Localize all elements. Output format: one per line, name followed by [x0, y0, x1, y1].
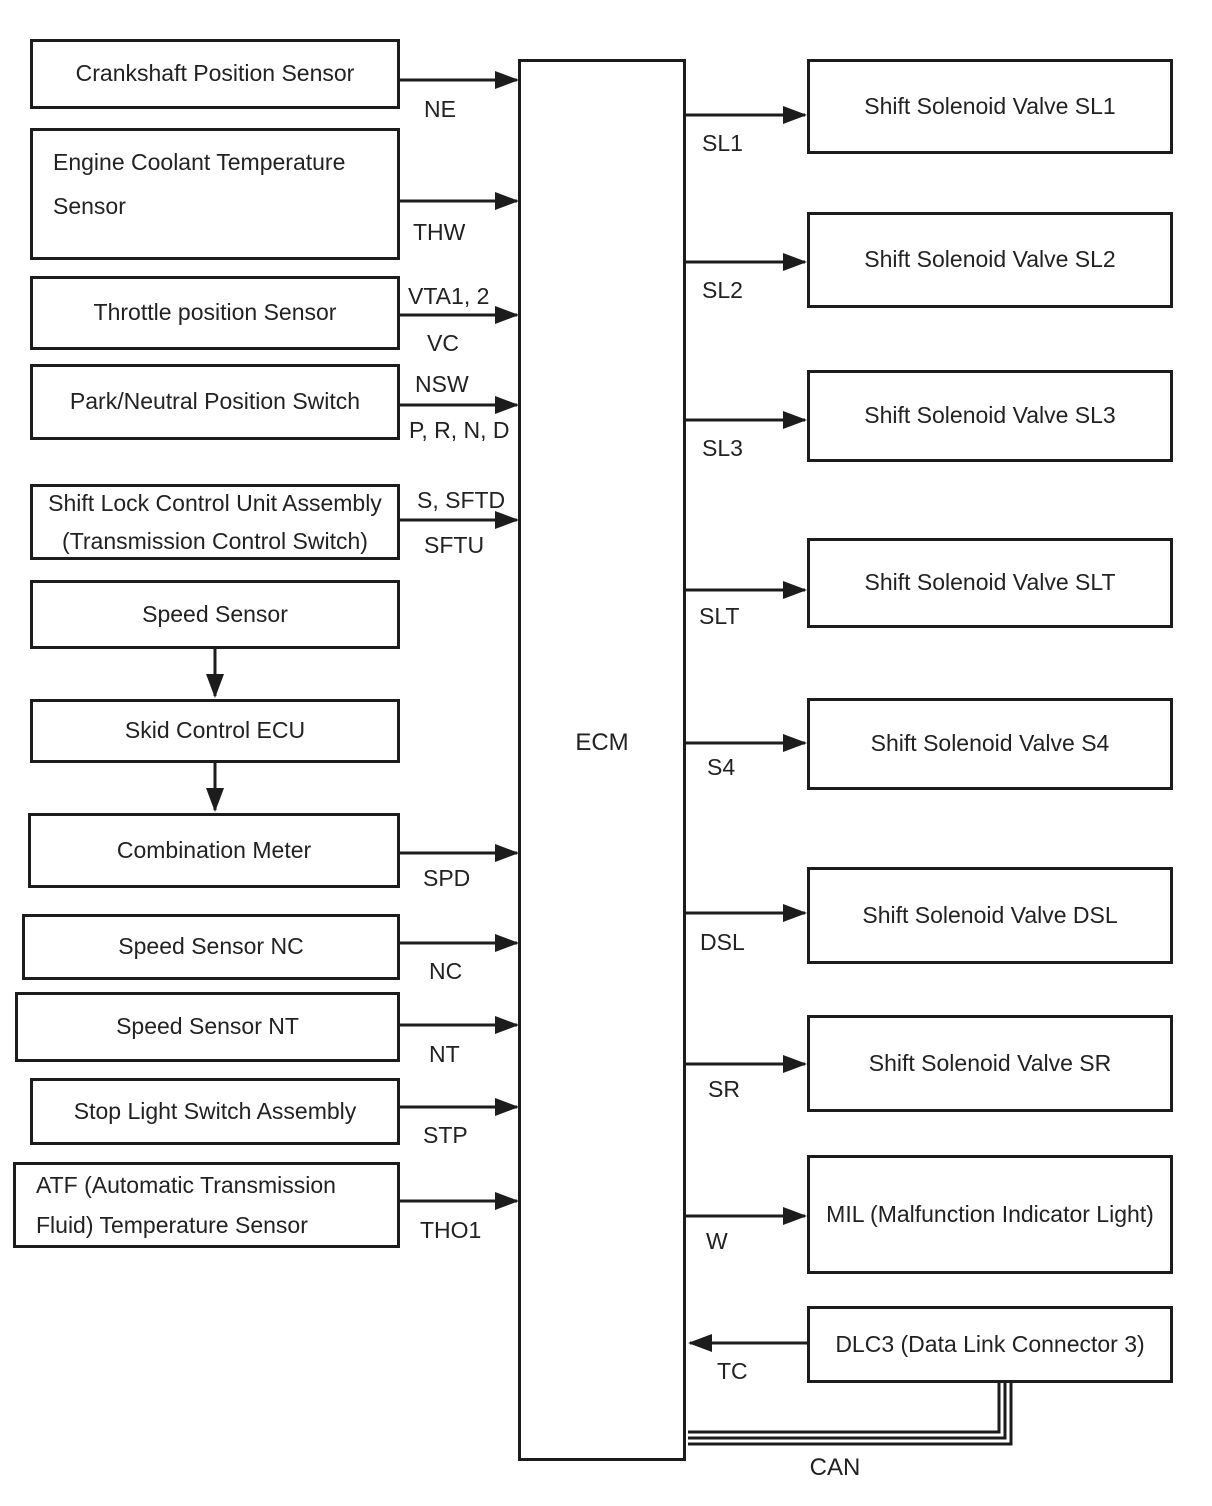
node-label: Skid Control ECU: [124, 717, 306, 744]
signal-label-s-sftd: S, SFTD: [417, 487, 506, 513]
node-label: DLC3 (Data Link Connector 3): [835, 1330, 1145, 1357]
node-label: Throttle position Sensor: [93, 299, 337, 326]
signal-label-tc: TC: [717, 1358, 748, 1384]
signal-label-sl1: SL1: [702, 130, 743, 156]
signal-label-s4: S4: [707, 754, 736, 780]
node-label: Engine Coolant Temperature: [53, 149, 346, 175]
signal-label-w: W: [706, 1228, 728, 1254]
signal-label-stp: STP: [423, 1122, 468, 1148]
can-bus-line-2: [688, 1383, 1007, 1440]
node-label: (Transmission Control Switch): [62, 528, 368, 554]
node-label: Park/Neutral Position Switch: [69, 388, 361, 415]
can-bus-line-3: [688, 1383, 1013, 1446]
signal-label-nt: NT: [429, 1041, 460, 1067]
node-shift-solenoid-valve-sl2: Shift Solenoid Valve SL2: [807, 212, 1173, 308]
node-label: Shift Lock Control Unit Assembly: [48, 490, 382, 516]
node-shift-solenoid-valve-sr: Shift Solenoid Valve SR: [807, 1015, 1173, 1112]
node-label: Stop Light Switch Assembly: [73, 1097, 357, 1124]
node-label: Shift Solenoid Valve SR: [868, 1049, 1112, 1076]
can-bus-line-1: [688, 1383, 1001, 1434]
node-atf-temperature-sensor: ATF (Automatic Transmission Fluid) Tempe…: [13, 1162, 400, 1248]
signal-label-vta: VTA1, 2: [408, 283, 490, 309]
node-label: Speed Sensor NC: [118, 933, 304, 960]
signal-label-dsl: DSL: [700, 929, 745, 955]
signal-label-slt: SLT: [699, 603, 740, 629]
node-label: ATF (Automatic Transmission: [36, 1172, 336, 1198]
node-park-neutral-position-switch: Park/Neutral Position Switch: [30, 364, 400, 440]
signal-label-prnd: P, R, N, D: [409, 417, 510, 443]
node-shift-solenoid-valve-s4: Shift Solenoid Valve S4: [807, 698, 1173, 790]
ecm-label: ECM: [575, 729, 629, 756]
signal-label-spd: SPD: [423, 865, 471, 891]
node-label: Shift Solenoid Valve SL2: [864, 246, 1116, 273]
node-label: MIL (Malfunction Indicator Light): [826, 1200, 1154, 1227]
signal-label-ne: NE: [424, 96, 456, 122]
node-label: Combination Meter: [116, 836, 312, 863]
node-label: Sensor: [53, 193, 126, 219]
node-dlc3: DLC3 (Data Link Connector 3): [807, 1306, 1173, 1383]
node-label: Crankshaft Position Sensor: [75, 60, 355, 87]
signal-label-tho1: THO1: [420, 1217, 482, 1243]
node-speed-sensor-nc: Speed Sensor NC: [22, 914, 400, 980]
node-label: Shift Solenoid Valve S4: [870, 730, 1110, 757]
signal-label-sftu: SFTU: [424, 532, 485, 558]
signal-label-thw: THW: [413, 219, 466, 245]
node-label: Fluid) Temperature Sensor: [36, 1212, 308, 1238]
node-shift-solenoid-valve-slt: Shift Solenoid Valve SLT: [807, 538, 1173, 628]
signal-label-vc: VC: [427, 330, 459, 356]
node-label: Speed Sensor: [142, 600, 288, 627]
node-combination-meter: Combination Meter: [28, 813, 400, 888]
node-shift-lock-control-unit-assembly: Shift Lock Control Unit Assembly (Transm…: [30, 484, 400, 560]
node-stop-light-switch-assembly: Stop Light Switch Assembly: [30, 1078, 400, 1145]
node-label: Shift Solenoid Valve SL3: [864, 402, 1116, 429]
node-label: Shift Solenoid Valve SLT: [864, 569, 1116, 596]
signal-label-sl3: SL3: [702, 435, 743, 461]
node-ecm: [518, 59, 686, 1461]
node-shift-solenoid-valve-dsl: Shift Solenoid Valve DSL: [807, 867, 1173, 964]
node-throttle-position-sensor: Throttle position Sensor: [30, 276, 400, 350]
signal-label-sl2: SL2: [702, 277, 743, 303]
node-label: Speed Sensor NT: [116, 1013, 299, 1040]
node-label: Shift Solenoid Valve SL1: [864, 92, 1116, 119]
node-shift-solenoid-valve-sl1: Shift Solenoid Valve SL1: [807, 59, 1173, 154]
signal-label-sr: SR: [708, 1076, 740, 1102]
node-speed-sensor-nt: Speed Sensor NT: [15, 992, 400, 1062]
node-crankshaft-position-sensor: Crankshaft Position Sensor: [30, 39, 400, 109]
node-mil: MIL (Malfunction Indicator Light): [807, 1155, 1173, 1274]
node-skid-control-ecu: Skid Control ECU: [30, 699, 400, 763]
signal-label-nc: NC: [429, 958, 463, 984]
can-bus-label: CAN: [809, 1454, 861, 1481]
signal-label-nsw: NSW: [415, 371, 469, 397]
node-label: Shift Solenoid Valve DSL: [862, 901, 1118, 928]
node-speed-sensor: Speed Sensor: [30, 580, 400, 649]
node-engine-coolant-temperature-sensor: Engine Coolant Temperature Sensor: [30, 128, 400, 260]
node-shift-solenoid-valve-sl3: Shift Solenoid Valve SL3: [807, 370, 1173, 462]
